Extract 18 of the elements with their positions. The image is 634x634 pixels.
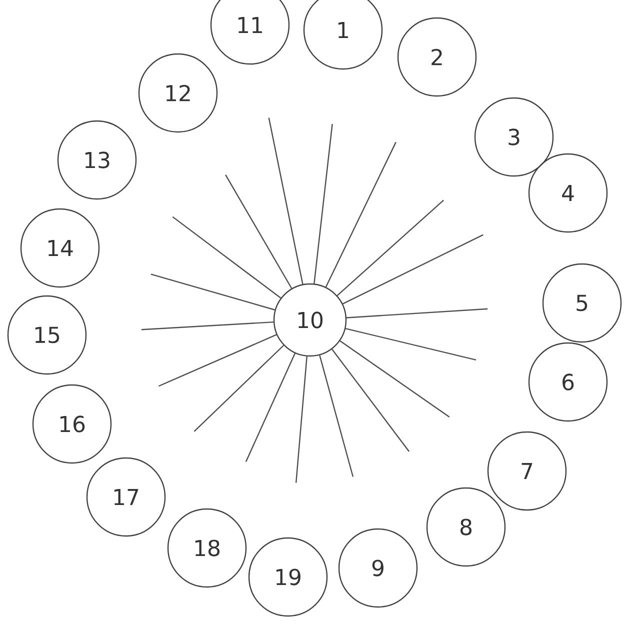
spoke-line [345, 328, 476, 360]
spoke-line [325, 142, 396, 288]
spoke-line [194, 344, 284, 432]
spoke-line [150, 274, 275, 310]
spoke-line [158, 334, 277, 387]
spoke-line [141, 321, 274, 330]
spoke-line [319, 355, 354, 477]
spoke-line [268, 118, 304, 284]
spoke-line [245, 353, 296, 462]
spoke-line [346, 308, 488, 318]
spoke-line [295, 356, 308, 483]
spoke-line [336, 200, 444, 296]
spoke-line [225, 174, 292, 289]
spoke-line [342, 234, 484, 304]
spoke-line [314, 124, 333, 284]
spoke-line [332, 348, 410, 452]
spoke-line [340, 340, 450, 418]
spoke-line [172, 216, 282, 298]
